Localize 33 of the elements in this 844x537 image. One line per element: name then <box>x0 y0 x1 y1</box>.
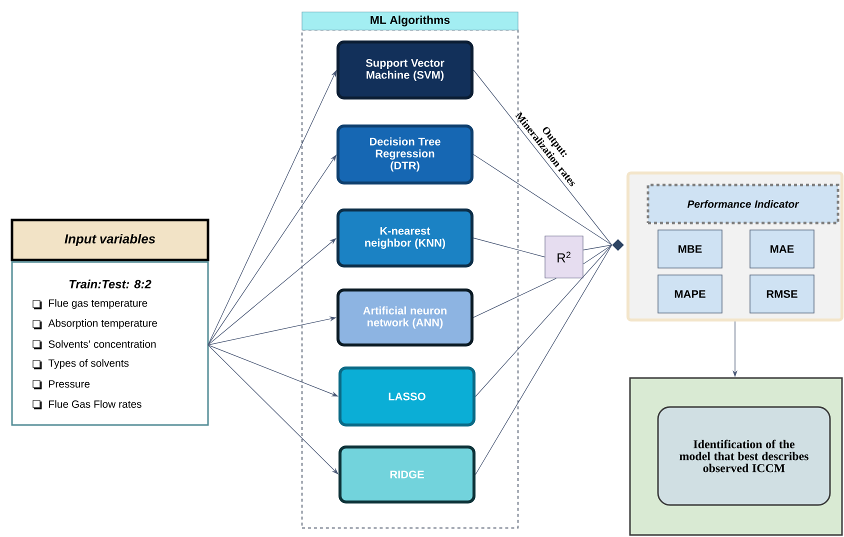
list-item: Absorption temperature <box>48 319 158 329</box>
algorithm-box: RIDGE <box>338 446 476 504</box>
algorithm-box: Decision Tree Regression (DTR) <box>336 124 474 184</box>
heading-band: ML Algorithms <box>302 12 518 30</box>
algorithm-box: K-nearest neighbor (KNN) <box>336 208 474 268</box>
result-box: Identification of the model that best describes observed ICCM <box>657 406 831 506</box>
algorithm-box: Support Vector Machine (SVM) <box>336 40 474 100</box>
heading-box: Performance Indicator <box>646 184 840 224</box>
list-item: Types of solvents <box>48 359 129 369</box>
list-item: Flue gas temperature <box>49 299 148 309</box>
connector-line <box>475 244 612 397</box>
connector-line <box>582 244 612 250</box>
metric-box: MAE <box>750 230 814 268</box>
algorithm-box: LASSO <box>338 366 476 426</box>
heading-box: Input variables <box>10 218 210 262</box>
list-item: Pressure <box>49 380 90 388</box>
metric-box: MAPE <box>658 274 722 314</box>
split-label: Train:Test: 8:2 <box>69 280 152 288</box>
connector-line <box>582 244 612 264</box>
metric-box: R$^{2}$ <box>544 236 584 278</box>
connector-line <box>473 70 612 246</box>
algorithm-box: Artificial neuron network (ANN) <box>336 288 474 346</box>
arrow <box>208 238 336 346</box>
metric-box: MBE <box>658 230 722 268</box>
junction-marker <box>612 239 624 251</box>
connector-line <box>473 238 546 258</box>
connector-line <box>475 244 612 475</box>
connector-line <box>473 278 557 318</box>
list-item: Flue Gas Flow rates <box>49 400 142 408</box>
list-item: Solvents’ concentration <box>48 340 156 348</box>
connector-line <box>473 154 612 246</box>
arrow <box>208 344 338 474</box>
metric-box: RMSE <box>750 274 814 314</box>
